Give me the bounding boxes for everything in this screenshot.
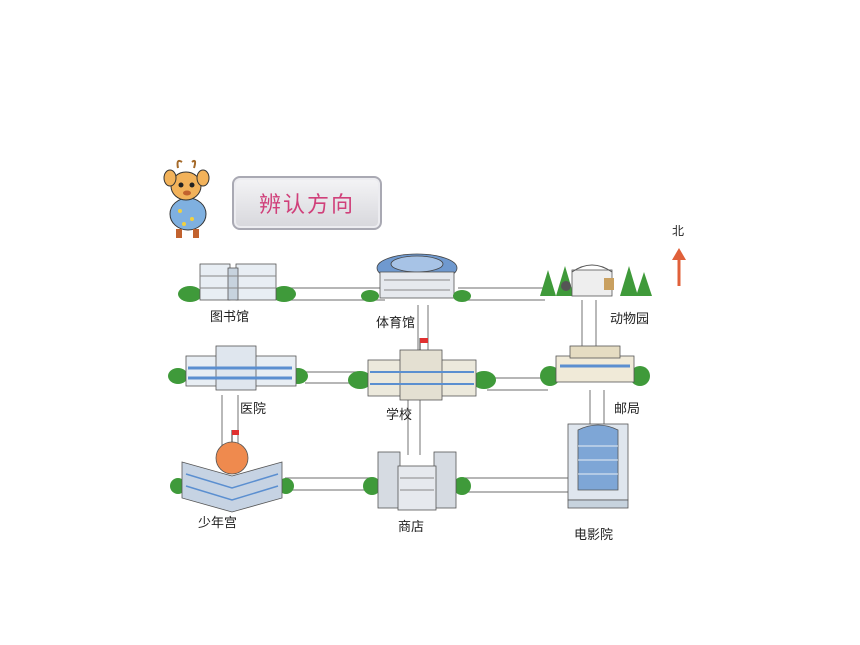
label-library: 图书馆 [210,310,250,325]
label-gym: 体育馆 [376,316,416,331]
hospital-building[interactable] [168,345,308,391]
north-label: 北 [672,224,685,238]
label-zoo: 动物园 [610,312,650,327]
label-shop: 商店 [398,520,425,535]
post-office-building[interactable] [540,345,650,386]
label-post-office: 邮局 [614,402,641,417]
library-building[interactable] [178,263,296,302]
title-banner: 辨认方向 [232,176,382,230]
title-text: 辨认方向 [258,193,355,218]
north-arrow-icon [672,248,686,286]
youth-palace-building[interactable] [170,430,294,513]
label-school: 学校 [386,408,413,423]
label-youth-palace: 少年宫 [198,516,238,531]
deer-mascot-icon [163,159,210,238]
zoo-building[interactable] [540,264,652,297]
shop-building[interactable] [363,451,471,511]
label-hospital: 医院 [240,402,267,417]
cinema-building[interactable] [567,423,629,509]
gym-building[interactable] [361,253,471,302]
label-cinema: 电影院 [574,528,614,543]
school-building[interactable] [348,338,496,401]
